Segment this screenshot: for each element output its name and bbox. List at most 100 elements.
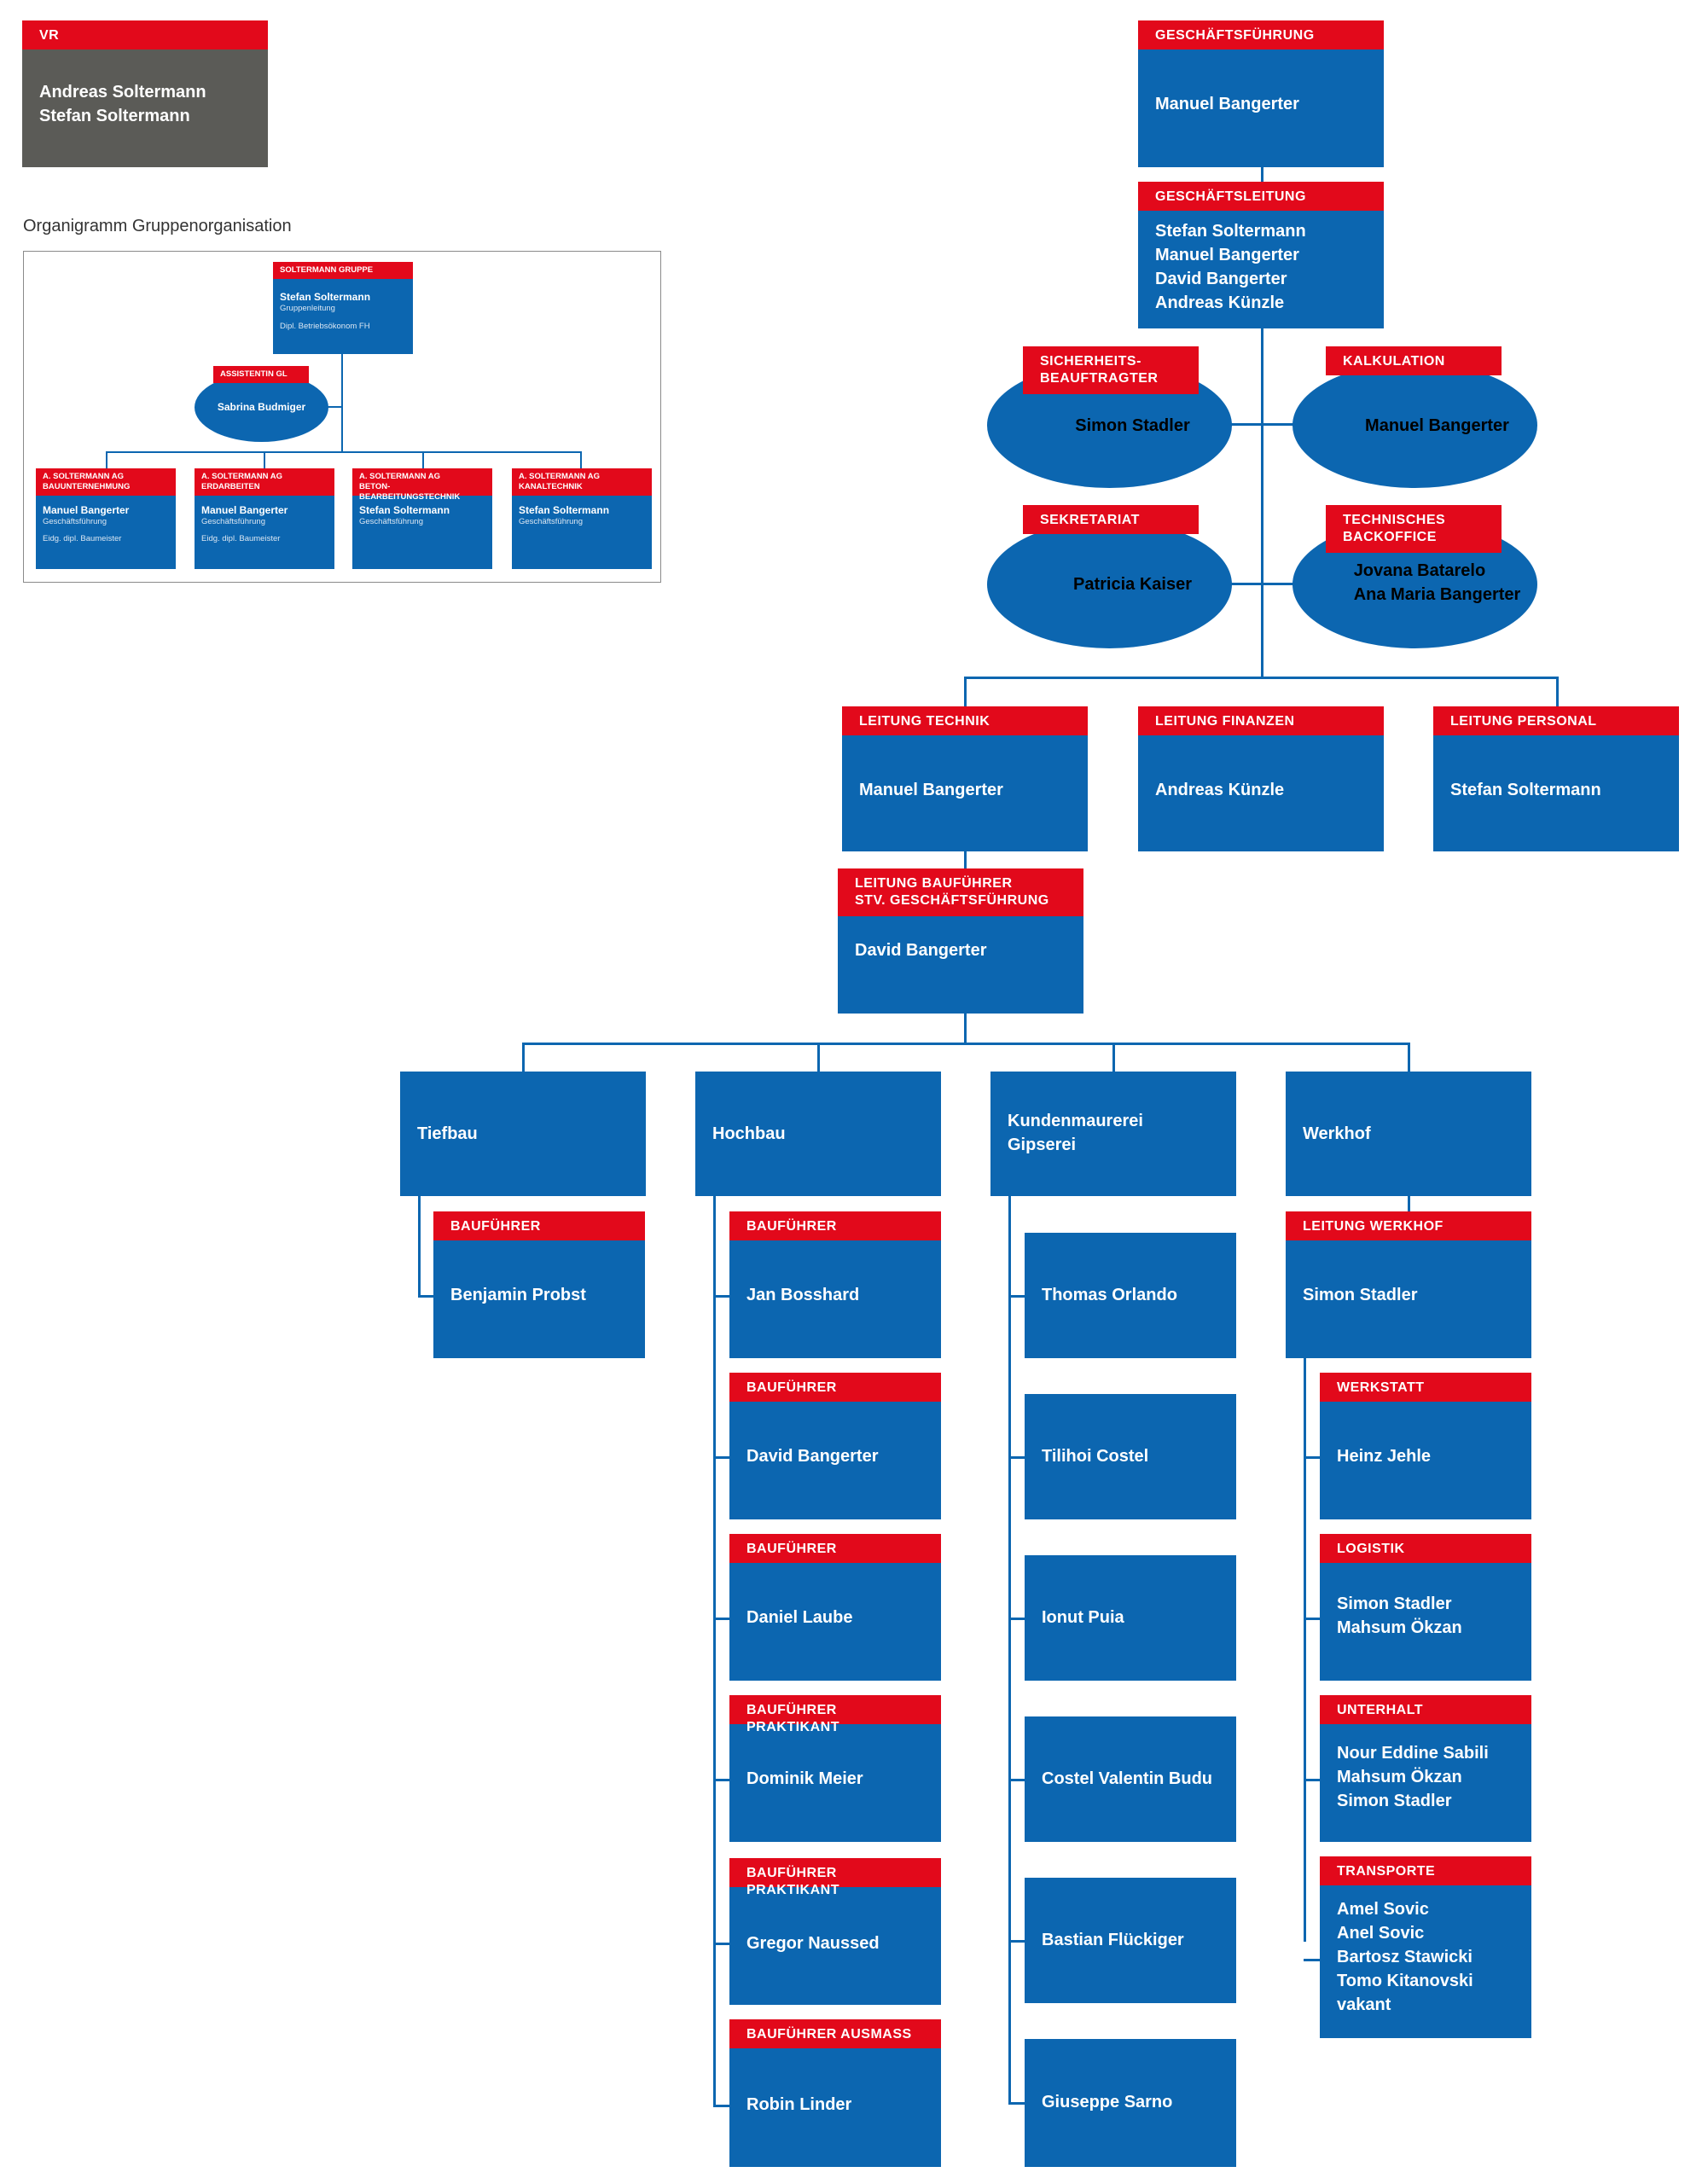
connector: [713, 1456, 732, 1459]
connector: [1008, 1618, 1027, 1620]
hochbau-staff-box: BAUFÜHRER PRAKTIKANT Gregor Naussed: [729, 1858, 941, 2005]
group-top-box: SOLTERMANN GRUPPE Stefan Soltermann Grup…: [273, 262, 413, 354]
group-connector: [106, 451, 107, 468]
group-company-box: A. SOLTERMANN AG BAUUNTERNEHMUNG Manuel …: [36, 468, 176, 569]
connector: [964, 851, 967, 868]
group-top-name: Stefan Soltermann: [280, 291, 371, 303]
hochbau-staff-title: BAUFÜHRER: [729, 1534, 941, 1563]
hochbau-staff-names: Robin Linder: [746, 2095, 852, 2114]
connector: [1304, 1356, 1306, 1942]
connector: [1304, 1456, 1322, 1459]
connector: [1008, 2102, 1027, 2105]
lead-finanzen-title: LEITUNG FINANZEN: [1138, 706, 1384, 735]
connector: [964, 677, 967, 707]
division-hochbau-label: Hochbau: [712, 1124, 786, 1143]
connector: [713, 2105, 732, 2107]
secretary-names: Patricia Kaiser: [1073, 575, 1192, 594]
bauf-lead-names: David Bangerter: [855, 941, 987, 960]
werkhof-lead-names: Simon Stadler: [1303, 1286, 1418, 1304]
connector: [713, 1943, 732, 1945]
group-company-role: Geschäftsführung: [201, 517, 265, 526]
connector: [1304, 1959, 1322, 1961]
safety-names: Simon Stadler: [1075, 416, 1190, 435]
kunden-staff-box: Tilihoi Costel: [1025, 1394, 1236, 1519]
kunden-staff-name: Giuseppe Sarno: [1042, 2093, 1173, 2111]
backoffice-names: Jovana Batarelo Ana Maria Bangerter: [1353, 561, 1521, 604]
group-connector: [580, 451, 582, 468]
group-connector: [264, 451, 265, 468]
connector: [522, 1043, 1409, 1045]
gl-title: GESCHÄFTSLEITUNG: [1138, 182, 1384, 211]
hochbau-staff-title: BAUFÜHRER AUSMASS: [729, 2019, 941, 2048]
tiefbau-staff-box: BAUFÜHRER Benjamin Probst: [433, 1211, 645, 1358]
werkhof-staff-title: LOGISTIK: [1320, 1534, 1531, 1563]
werkhof-lead-box: LEITUNG WERKHOF Simon Stadler: [1286, 1211, 1531, 1358]
kunden-staff-box: Giuseppe Sarno: [1025, 2039, 1236, 2167]
tiefbau-staff-names: Benjamin Probst: [450, 1286, 586, 1304]
calc-title: KALKULATION: [1326, 346, 1502, 375]
connector: [1408, 1196, 1410, 1213]
kunden-staff-box: Thomas Orlando: [1025, 1233, 1236, 1358]
connector: [1408, 1043, 1410, 1073]
group-company-name: Stefan Soltermann: [359, 504, 450, 516]
werkhof-staff-box: UNTERHALT Nour Eddine Sabili Mahsum Ökza…: [1320, 1695, 1531, 1842]
kunden-staff-box: Ionut Puia: [1025, 1555, 1236, 1681]
hochbau-staff-names: Gregor Naussed: [746, 1934, 880, 1953]
connector: [1556, 677, 1559, 707]
gf-names: Manuel Bangerter: [1155, 95, 1299, 113]
group-company-title: A. SOLTERMANN AG ERDARBEITEN: [195, 468, 334, 496]
connector: [1304, 1779, 1322, 1781]
connector: [1112, 1043, 1115, 1073]
connector: [1008, 1940, 1027, 1943]
werkhof-staff-box: WERKSTATT Heinz Jehle: [1320, 1373, 1531, 1519]
division-werkhof-label: Werkhof: [1303, 1124, 1371, 1143]
group-top-title: SOLTERMANN GRUPPE: [273, 262, 413, 279]
werkhof-staff-names: Simon Stadler Mahsum Ökzan: [1337, 1594, 1462, 1637]
hochbau-staff-names: Dominik Meier: [746, 1769, 863, 1788]
lead-personal-title: LEITUNG PERSONAL: [1433, 706, 1679, 735]
kunden-staff-name: Costel Valentin Budu: [1042, 1769, 1213, 1788]
connector: [1008, 1456, 1027, 1459]
group-company-title: A. SOLTERMANN AG KANALTECHNIK: [512, 468, 652, 496]
group-company-box: A. SOLTERMANN AG BETON-BEARBEITUNGSTECHN…: [352, 468, 492, 569]
group-company-degree: Eidg. dipl. Baumeister: [43, 534, 122, 543]
hochbau-staff-box: BAUFÜHRER Daniel Laube: [729, 1534, 941, 1681]
connector: [1230, 583, 1295, 585]
hochbau-staff-title: BAUFÜHRER: [729, 1373, 941, 1402]
connector: [1008, 1295, 1027, 1298]
safety-title: SICHERHEITS- BEAUFTRAGTER: [1023, 346, 1199, 394]
connector: [1230, 423, 1295, 426]
werkhof-staff-title: WERKSTATT: [1320, 1373, 1531, 1402]
backoffice-title: TECHNISCHES BACKOFFICE: [1326, 505, 1502, 553]
division-kunden-label: Kundenmaurerei Gipserei: [1008, 1112, 1143, 1154]
group-company-title: A. SOLTERMANN AG BETON-BEARBEITUNGSTECHN…: [352, 468, 492, 502]
secretary-ellipse: Patricia Kaiser: [987, 520, 1232, 648]
connector: [713, 1295, 732, 1298]
hochbau-staff-box: BAUFÜHRER PRAKTIKANT Dominik Meier: [729, 1695, 941, 1842]
connector: [713, 1618, 732, 1620]
lead-personal-names: Stefan Soltermann: [1450, 781, 1601, 799]
secretary-title: SEKRETARIAT: [1023, 505, 1199, 534]
group-connector: [341, 353, 343, 452]
hochbau-staff-names: David Bangerter: [746, 1447, 879, 1466]
werkhof-staff-box: LOGISTIK Simon Stadler Mahsum Ökzan: [1320, 1534, 1531, 1681]
connector: [522, 1043, 525, 1073]
group-company-role: Geschäftsführung: [43, 517, 107, 526]
group-top-degree: Dipl. Betriebsökonom FH: [280, 322, 370, 331]
hochbau-staff-title: BAUFÜHRER PRAKTIKANT: [729, 1695, 941, 1734]
division-hochbau: Hochbau: [695, 1072, 941, 1196]
group-company-title: A. SOLTERMANN AG BAUUNTERNEHMUNG: [36, 468, 176, 496]
hochbau-staff-title: BAUFÜHRER PRAKTIKANT: [729, 1858, 941, 1897]
bauf-lead-title: LEITUNG BAUFÜHRER STV. GESCHÄFTSFÜHRUNG: [838, 868, 1083, 916]
group-assistant-title: ASSISTENTIN GL: [213, 366, 309, 383]
vr-box: VR Andreas Soltermann Stefan Soltermann: [22, 20, 268, 167]
werkhof-staff-title: UNTERHALT: [1320, 1695, 1531, 1724]
group-company-box: A. SOLTERMANN AG ERDARBEITEN Manuel Bang…: [195, 468, 334, 569]
gf-title: GESCHÄFTSFÜHRUNG: [1138, 20, 1384, 49]
kunden-staff-name: Ionut Puia: [1042, 1608, 1124, 1627]
hochbau-staff-names: Jan Bosshard: [746, 1286, 860, 1304]
group-connector: [106, 451, 582, 453]
connector: [964, 1014, 967, 1044]
kunden-staff-name: Tilihoi Costel: [1042, 1447, 1149, 1466]
vr-title: VR: [22, 20, 268, 49]
